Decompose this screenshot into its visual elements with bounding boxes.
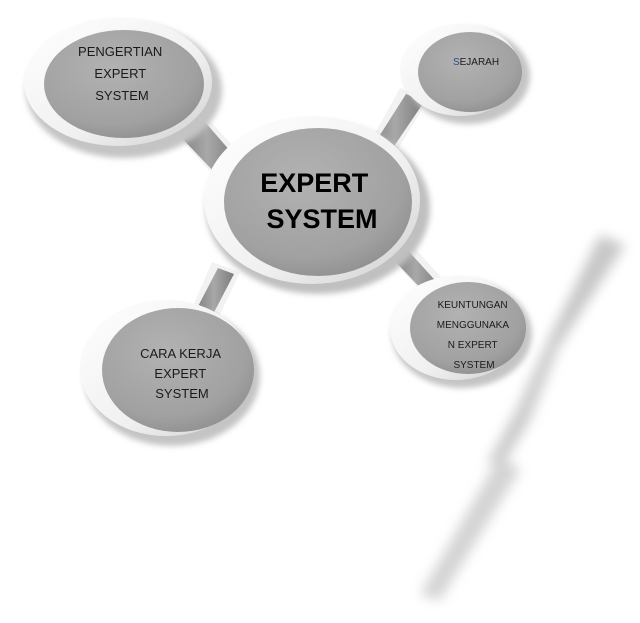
node-center: EXPERT SYSTEM [204,116,430,294]
keuntungan-line-4: SYSTEM [453,360,494,371]
keuntungan-line-2: MENGGUNAKA [437,320,510,331]
keuntungan-line-1: KEUNTUNGAN [438,300,508,311]
node-pengertian: PENGERTIAN EXPERT SYSTEM [24,18,222,158]
cara-kerja-line-2: EXPERT [154,366,206,381]
node-keuntungan: KEUNTUNGAN MENGGUNAKA N EXPERT SYSTEM [390,276,532,388]
sejarah-initial: S [453,57,460,68]
pengertian-line-3: SYSTEM [95,88,148,103]
node-sejarah-label: SEJARAH [453,57,499,68]
node-cara-kerja-label: CARA KERJA EXPERT SYSTEM [140,346,224,401]
pengertian-line-1: PENGERTIAN [78,44,162,59]
node-keuntungan-label: KEUNTUNGAN MENGGUNAKA N EXPERT SYSTEM [437,300,511,371]
cara-kerja-line-1: CARA KERJA [140,346,221,361]
reflection-shadow [420,235,625,600]
center-line-2: SYSTEM [266,204,377,234]
node-pengertian-label: PENGERTIAN EXPERT SYSTEM [78,44,166,103]
center-node-label: EXPERT SYSTEM [260,168,377,234]
node-cara-kerja: CARA KERJA EXPERT SYSTEM [80,300,260,446]
center-line-1: EXPERT [260,168,369,198]
sejarah-rest: EJARAH [460,57,499,68]
keuntungan-line-3: N EXPERT [448,340,498,351]
node-sejarah: SEJARAH [400,24,530,124]
pengertian-line-2: EXPERT [94,66,146,81]
cara-kerja-line-3: SYSTEM [155,386,208,401]
